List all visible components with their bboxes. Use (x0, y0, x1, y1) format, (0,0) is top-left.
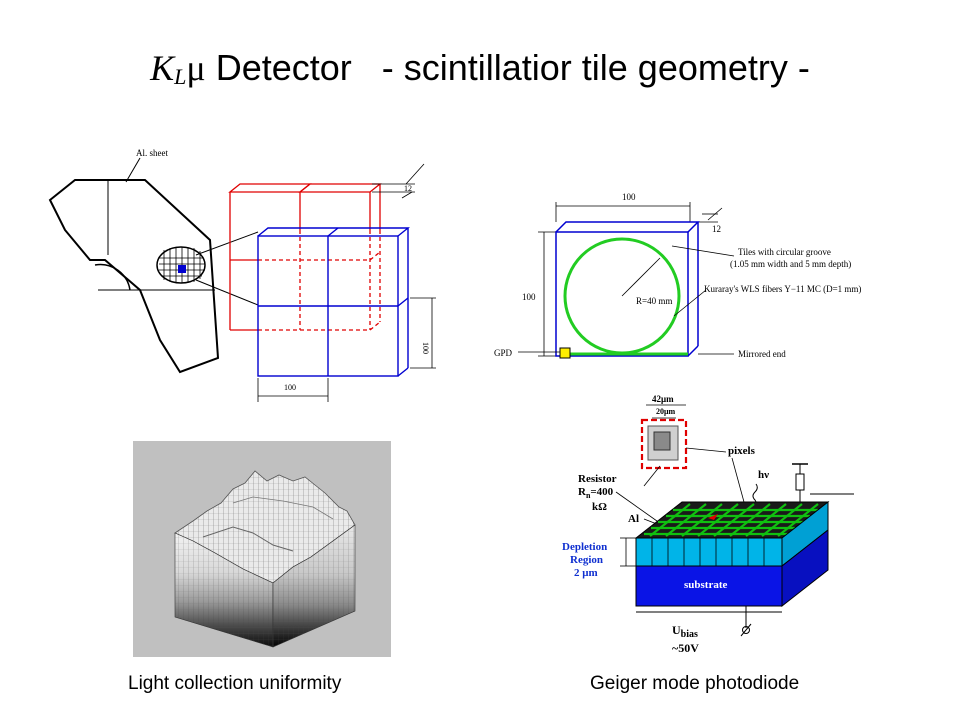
substrate-side (781, 528, 829, 608)
resistor-icon (795, 473, 805, 491)
ubias-label-line2: ~50V (672, 641, 699, 655)
highlighted-tile (178, 265, 186, 273)
dimension-100-horizontal (257, 378, 329, 402)
gpd-box (559, 347, 571, 359)
dimension-100-vertical (410, 297, 436, 369)
depletion-label-line2: Region (570, 554, 603, 566)
pixels-label: pixels (728, 445, 756, 457)
caption-left: Light collection uniformity (128, 673, 342, 694)
detector-outline (48, 179, 220, 374)
ubias-label-line1: Ubias (672, 623, 698, 640)
tile (555, 221, 700, 357)
photodiode-figure: 42μm 20μm pixels hν Resistor Rn=400 kΩ A… (562, 394, 854, 655)
radius-label: R=40 mm (636, 296, 672, 306)
substrate-label: substrate (684, 579, 728, 591)
pixel-zoom-box (640, 418, 688, 470)
resistor-leader-2 (615, 491, 665, 527)
dimension-12 (372, 163, 425, 199)
red-tiles (228, 183, 382, 331)
depletion-bracket (620, 537, 636, 567)
resistor-leader (643, 465, 661, 487)
outline-arc (94, 263, 131, 291)
resistor-label-line3: kΩ (592, 501, 607, 513)
resistor-label-line1: Resistor (578, 473, 617, 485)
al-sheet-leader (125, 157, 141, 183)
front-left-mesh (175, 533, 273, 647)
caption-right: Geiger mode photodiode (590, 673, 800, 694)
fiber-leader (673, 289, 707, 317)
dimension-100-vertical-label: 100 (421, 342, 430, 354)
depletion-cells (651, 538, 765, 566)
depletion-front (635, 537, 783, 567)
title-text: Detector - scintillatior tile geometry - (205, 47, 810, 88)
blue-tiles (257, 227, 410, 377)
pixel-grid (644, 503, 819, 537)
resistor-label-line2: Rn=400 (578, 486, 614, 500)
surface-ridge (202, 526, 294, 552)
dimension-12-label: 12 (712, 224, 721, 234)
surface-mesh (175, 471, 355, 583)
title-mu: μ (186, 48, 206, 88)
uniformity-plot (133, 441, 391, 657)
red-pixel-marker (708, 514, 718, 520)
tile-geometry-figure: Al. sheet (48, 148, 436, 402)
depletion-label-line3: 2 μm (574, 567, 598, 579)
dimension-12-label: 12 (404, 184, 412, 193)
pixels-leader-2 (731, 457, 745, 503)
zoom-line (195, 231, 259, 256)
dimension-100-horizontal-label: 100 (284, 383, 296, 392)
mirrored-label: Mirrored end (738, 349, 786, 359)
surface-ridge (232, 496, 334, 520)
gpd-label: GPD (494, 348, 513, 358)
dimension-left (538, 231, 556, 357)
title-k: KL (150, 48, 187, 89)
fiber-label: Kuraray's WLS fibers Y−11 MC (D=1 mm) (704, 284, 861, 294)
pixel-zoom-inner (653, 431, 671, 451)
terminal-slash (740, 623, 752, 637)
al-sheet-label: Al. sheet (136, 148, 168, 158)
al-label: Al (628, 513, 639, 525)
dimension-42-label: 42μm (652, 394, 674, 404)
groove-label-line2: (1.05 mm width and 5 mm depth) (730, 259, 851, 269)
page-title: KLμ Detector - scintillatior tile geomet… (0, 46, 960, 99)
tile-groove-figure: 100 12 100 R=40 mm GPD Tiles with circul… (494, 192, 861, 359)
pixels-leader (685, 447, 727, 453)
radius-line (621, 257, 661, 297)
front-right-mesh (273, 525, 355, 647)
dimension-left-label: 100 (522, 292, 536, 302)
depletion-label-line1: Depletion (562, 541, 607, 553)
hv-label: hν (758, 469, 769, 481)
groove-leader (671, 245, 735, 257)
zoom-line (195, 279, 259, 306)
terminal-icon (742, 626, 750, 634)
groove-label-line1: Tiles with circular groove (738, 247, 831, 257)
substrate-front (635, 565, 783, 607)
dimension-top-label: 100 (622, 192, 636, 202)
tile-grid-zoom (156, 246, 206, 284)
dimension-top (555, 202, 691, 222)
dimension-20-label: 20μm (656, 407, 676, 416)
dimension-12 (690, 207, 723, 223)
